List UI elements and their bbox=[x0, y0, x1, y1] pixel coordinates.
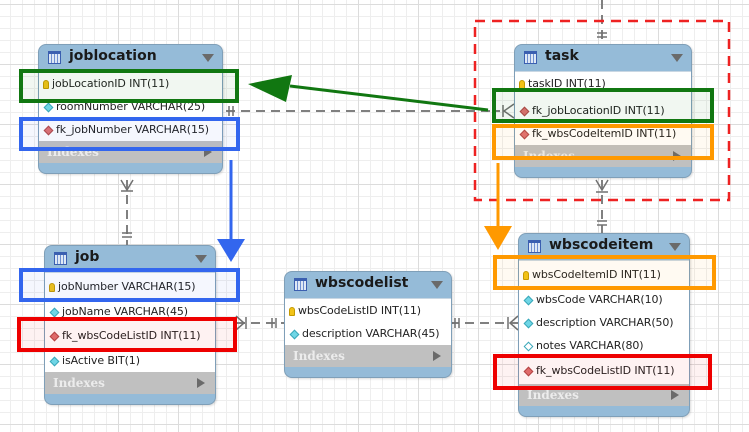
indexes-label: Indexes bbox=[527, 388, 579, 402]
arrow-green bbox=[248, 75, 489, 112]
crowfoot-marker bbox=[235, 315, 246, 331]
table-wbscodeitem[interactable]: wbscodeitem wbsCodeItemID INT(11) wbsCod… bbox=[518, 233, 690, 417]
crowfoot-marker bbox=[120, 179, 134, 192]
collapse-icon[interactable] bbox=[669, 243, 681, 251]
table-header[interactable]: wbscodelist bbox=[285, 272, 451, 298]
column-row[interactable]: jobLocationID INT(11) bbox=[39, 72, 222, 95]
table-name: joblocation bbox=[69, 48, 157, 64]
primary-key-icon bbox=[43, 79, 49, 89]
collapse-icon[interactable] bbox=[202, 54, 214, 62]
table-name: wbscodeitem bbox=[549, 237, 654, 253]
column-row[interactable]: fk_wbsCodeListID INT(11) bbox=[45, 323, 215, 349]
indexes-label: Indexes bbox=[53, 376, 105, 390]
primary-key-icon bbox=[523, 270, 529, 280]
collapse-icon[interactable] bbox=[431, 281, 443, 289]
table-name: job bbox=[75, 249, 100, 265]
column-label: jobName VARCHAR(45) bbox=[62, 305, 188, 318]
indexes-section[interactable]: Indexes bbox=[45, 372, 215, 394]
column-label: jobLocationID INT(11) bbox=[52, 77, 170, 90]
arrow-green-shaft bbox=[289, 84, 489, 112]
collapse-icon[interactable] bbox=[195, 255, 207, 263]
column-label: fk_wbsCodeListID INT(11) bbox=[536, 364, 675, 377]
column-label: wbsCodeItemID INT(11) bbox=[532, 268, 661, 281]
arrow-blue-head bbox=[217, 239, 245, 262]
column-row[interactable]: description VARCHAR(50) bbox=[519, 311, 689, 334]
column-row[interactable]: isActive BIT(1) bbox=[45, 349, 215, 372]
arrow-orange-head bbox=[484, 226, 512, 250]
column-label: fk_wbsCodeItemID INT(11) bbox=[532, 127, 677, 140]
table-name: task bbox=[545, 48, 579, 64]
indexes-section[interactable]: Indexes bbox=[285, 345, 451, 367]
expand-icon[interactable] bbox=[204, 147, 212, 157]
arrow-orange bbox=[484, 163, 512, 250]
table-icon bbox=[48, 51, 61, 64]
table-icon bbox=[528, 240, 541, 253]
column-label: description VARCHAR(45) bbox=[302, 327, 440, 340]
table-wbscodelist[interactable]: wbscodelist wbsCodeListID INT(11) descri… bbox=[284, 271, 452, 378]
column-label: wbsCode VARCHAR(10) bbox=[536, 293, 663, 306]
column-label: description VARCHAR(50) bbox=[536, 316, 674, 329]
indexes-label: Indexes bbox=[293, 349, 345, 363]
column-label: wbsCodeListID INT(11) bbox=[298, 304, 421, 317]
column-row[interactable]: fk_jobLocationID INT(11) bbox=[515, 95, 691, 122]
table-joblocation[interactable]: joblocation jobLocationID INT(11) roomNu… bbox=[38, 44, 223, 174]
table-icon bbox=[54, 252, 67, 265]
table-header[interactable]: wbscodeitem bbox=[519, 234, 689, 260]
expand-icon[interactable] bbox=[671, 390, 679, 400]
crowfoot-marker bbox=[508, 315, 519, 331]
expand-icon[interactable] bbox=[433, 351, 441, 361]
column-row[interactable]: wbsCode VARCHAR(10) bbox=[519, 288, 689, 311]
column-label: notes VARCHAR(80) bbox=[536, 339, 644, 352]
column-row[interactable]: roomNumber VARCHAR(25) bbox=[39, 95, 222, 118]
table-name: wbscodelist bbox=[315, 275, 409, 291]
arrow-blue bbox=[217, 160, 245, 262]
column-row[interactable]: jobNumber VARCHAR(15) bbox=[45, 273, 215, 300]
column-row[interactable]: wbsCodeListID INT(11) bbox=[285, 299, 451, 322]
crowfoot-marker bbox=[502, 103, 515, 119]
column-row[interactable]: description VARCHAR(45) bbox=[285, 322, 451, 345]
crowfoot-marker bbox=[595, 179, 609, 192]
column-label: fk_jobNumber VARCHAR(15) bbox=[56, 123, 209, 136]
table-header[interactable]: job bbox=[45, 246, 215, 272]
column-label: fk_wbsCodeListID INT(11) bbox=[62, 329, 201, 342]
column-row[interactable]: fk_wbsCodeItemID INT(11) bbox=[515, 122, 691, 145]
column-label: isActive BIT(1) bbox=[62, 354, 140, 367]
selection-box bbox=[473, 19, 731, 202]
collapse-icon[interactable] bbox=[671, 54, 683, 62]
column-label: taskID INT(11) bbox=[528, 77, 606, 90]
column-label: roomNumber VARCHAR(25) bbox=[56, 100, 206, 113]
column-row[interactable]: fk_wbsCodeListID INT(11) bbox=[519, 357, 689, 384]
table-icon bbox=[294, 278, 307, 291]
primary-key-icon bbox=[289, 306, 295, 316]
column-row[interactable]: jobName VARCHAR(45) bbox=[45, 300, 215, 323]
column-row[interactable]: fk_jobNumber VARCHAR(15) bbox=[39, 118, 222, 141]
expand-icon[interactable] bbox=[197, 378, 205, 388]
table-header[interactable]: joblocation bbox=[39, 45, 222, 71]
primary-key-icon bbox=[49, 282, 55, 292]
column-row[interactable]: wbsCodeItemID INT(11) bbox=[519, 261, 689, 288]
table-task[interactable]: task taskID INT(11) fk_jobLocationID INT… bbox=[514, 44, 692, 178]
arrow-green-head bbox=[248, 75, 292, 102]
column-label: jobNumber VARCHAR(15) bbox=[58, 280, 196, 293]
table-header[interactable]: task bbox=[515, 45, 691, 71]
table-icon bbox=[524, 51, 537, 64]
column-row[interactable]: notes VARCHAR(80) bbox=[519, 334, 689, 357]
column-label: fk_jobLocationID INT(11) bbox=[532, 104, 665, 117]
